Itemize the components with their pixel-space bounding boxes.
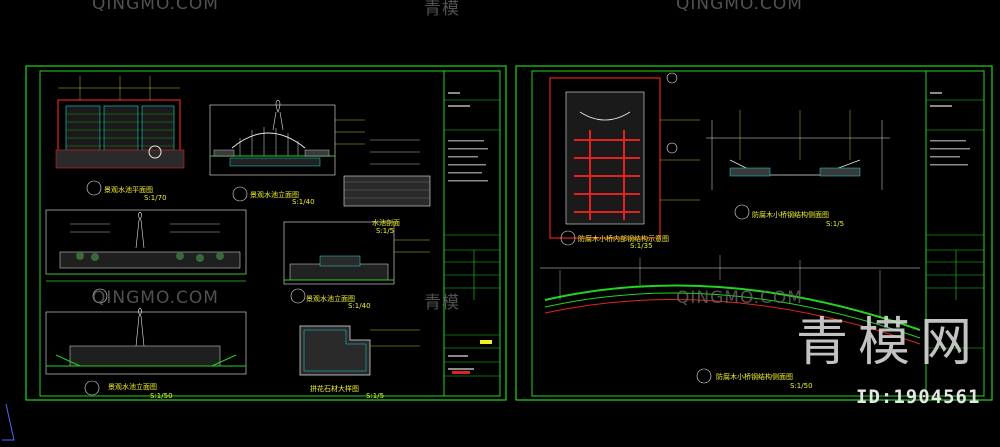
watermark-text: 青模 <box>424 0 460 19</box>
right-scale-1: S:1/35 <box>630 242 653 250</box>
watermark-text: QINGMO.COM <box>676 288 803 308</box>
left-label-1: 景观水池平面图 <box>104 186 153 194</box>
pool-section-detail <box>343 139 431 207</box>
brand-watermark: 青模网 <box>796 313 983 373</box>
right-label-3: 防腐木小桥钢结构侧面图 <box>716 373 793 381</box>
bridge-arch-drawing <box>540 255 921 345</box>
corner-ucs-icon <box>2 403 15 441</box>
right-drawing-sheet <box>515 65 993 401</box>
bridge-side-view-drawing <box>706 110 890 190</box>
id-watermark: ID:1904561 <box>856 386 981 408</box>
pool-elevation-drawing-4 <box>45 307 247 375</box>
right-label-2: 防腐木小桥钢结构侧面图 <box>752 211 829 219</box>
stone-pattern-detail <box>299 325 420 376</box>
pool-plan-drawing <box>55 76 185 169</box>
bridge-internal-structure <box>549 72 700 239</box>
left-scale-4: S:1/40 <box>348 302 371 310</box>
right-scale-3: S:1/50 <box>790 382 813 390</box>
left-scale-1: S:1/70 <box>144 194 167 202</box>
left-label-2: 景观水池立面图 <box>250 191 299 199</box>
left-label-4: 景观水池立面图 <box>306 295 355 303</box>
pool-elevation-drawing-1 <box>209 99 365 176</box>
pool-elevation-drawing-3 <box>283 221 430 285</box>
left-label-3: 水池剖面 <box>372 219 400 227</box>
right-label-1: 防腐木小桥内部钢结构示意图 <box>578 235 669 243</box>
left-scale-2: S:1/40 <box>292 198 315 206</box>
left-label-5: 景观水池立面图 <box>108 383 157 391</box>
left-label-6: 拼花石材大样图 <box>310 385 359 393</box>
left-scale-6: S:1/5 <box>366 392 385 400</box>
watermark-text: QINGMO.COM <box>92 288 219 308</box>
left-scale-3: S:1/5 <box>376 227 395 235</box>
watermark-text: QINGMO.COM <box>92 0 219 14</box>
watermark-text: QINGMO.COM <box>676 0 803 14</box>
left-scale-5: S:1/50 <box>150 392 173 400</box>
right-scale-2: S:1/5 <box>826 220 845 228</box>
watermark-text: 青模 <box>424 293 460 313</box>
left-drawing-sheet <box>25 65 507 401</box>
pool-elevation-drawing-2 <box>45 209 247 282</box>
